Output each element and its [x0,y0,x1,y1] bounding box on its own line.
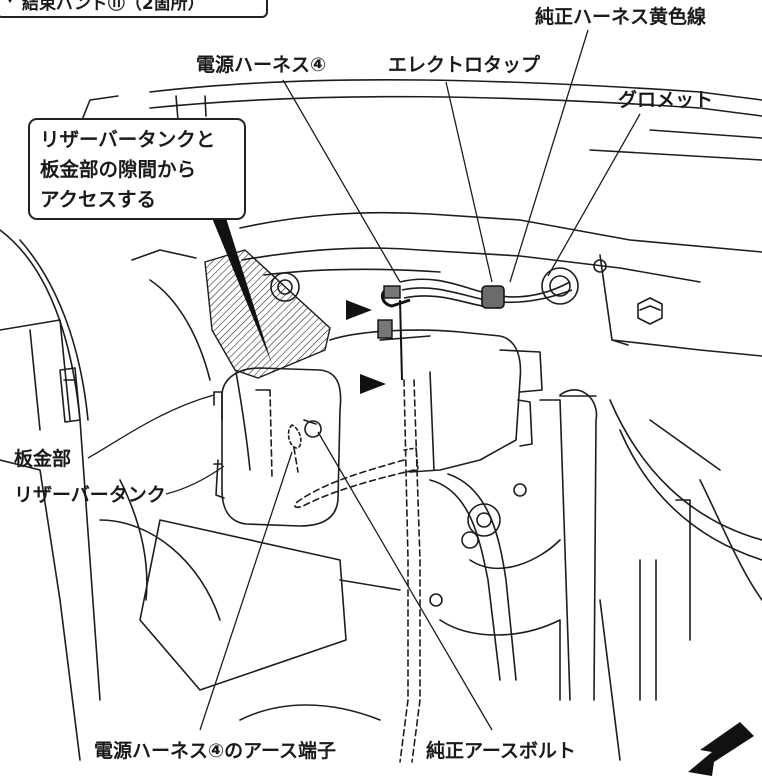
grommet-label: グロメット [618,89,714,111]
reservoir-tank-label: リザーバータンク [14,484,166,506]
access-callout-box: リザーバータンクと 板金部の隙間から アクセスする [28,118,246,220]
callout-line-2: 板金部の隙間から [40,158,197,181]
sheet-metal-label: 板金部 [14,448,72,470]
genuine-ground-bolt-label: 純正アースボルト [426,740,576,762]
callout-line-3: アクセスする [40,188,157,211]
callout-line-1: リザーバータンクと [40,128,216,151]
triangle-marker-icon [4,0,16,3]
tie-band-banner: 結束バンド⑪（2箇所） [0,0,268,18]
tie-band-label: 結束バンド⑪（2箇所） [22,0,205,14]
genuine-harness-yellow-label: 純正ハーネス黄色線 [535,6,707,28]
ground-terminal-label: 電源ハーネス④のアース端子 [94,740,336,762]
electro-tap-label: エレクトロタップ [388,54,541,76]
power-harness-label: 電源ハーネス④ [196,54,327,76]
